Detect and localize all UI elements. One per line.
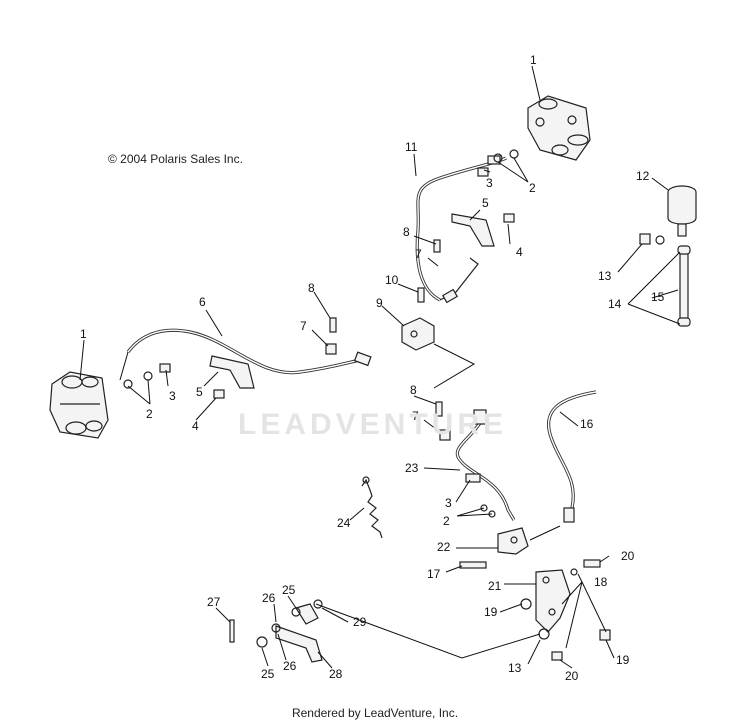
callout-26-top[interactable]: 26 (262, 591, 276, 605)
callout-8-lower[interactable]: 8 (410, 383, 417, 397)
callout-21[interactable]: 21 (488, 579, 502, 593)
watermark: LEADVENTURE (238, 408, 508, 441)
leader-lines (79, 65, 681, 669)
callout-10[interactable]: 10 (385, 273, 399, 287)
callout-19-left[interactable]: 19 (484, 605, 498, 619)
callout-12[interactable]: 12 (636, 169, 650, 183)
spring-24[interactable] (361, 476, 383, 539)
callout-7-lower[interactable]: 7 (412, 409, 419, 423)
callout-3-left[interactable]: 3 (169, 389, 176, 403)
callouts: 1 1 2 2 2 3 3 3 4 4 5 5 6 7 7 7 8 8 8 9 … (80, 53, 665, 683)
callout-4-top[interactable]: 4 (516, 245, 523, 259)
callout-2-top[interactable]: 2 (529, 181, 536, 195)
callout-3-top[interactable]: 3 (486, 176, 493, 190)
callout-25-lower[interactable]: 25 (261, 667, 275, 681)
copyright-text: © 2004 Polaris Sales Inc. (108, 152, 243, 166)
callout-2-left[interactable]: 2 (146, 407, 153, 421)
callout-7-left[interactable]: 7 (300, 319, 307, 333)
callout-22[interactable]: 22 (437, 540, 451, 554)
reservoir-12[interactable] (667, 185, 697, 237)
callout-1-left[interactable]: 1 (80, 327, 87, 341)
callout-19-right[interactable]: 19 (616, 653, 630, 667)
routing-lines (119, 343, 561, 659)
callout-9[interactable]: 9 (376, 296, 383, 310)
callout-20-lower[interactable]: 20 (565, 669, 579, 683)
callout-18[interactable]: 18 (594, 575, 608, 589)
pedal-bracket-21[interactable] (535, 569, 571, 633)
brake-line-16[interactable] (546, 390, 597, 523)
callout-6[interactable]: 6 (199, 295, 206, 309)
master-cylinder-22[interactable] (497, 527, 529, 555)
callout-2-lower[interactable]: 2 (443, 514, 450, 528)
callout-11[interactable]: 11 (405, 140, 418, 154)
callout-4-left[interactable]: 4 (192, 419, 199, 433)
callout-14[interactable]: 14 (608, 297, 622, 311)
bracket-5-lower[interactable] (209, 355, 255, 389)
callout-13-lower[interactable]: 13 (508, 661, 522, 675)
callout-8-left[interactable]: 8 (308, 281, 315, 295)
callout-17[interactable]: 17 (427, 567, 441, 581)
caliper-top-right[interactable] (527, 95, 591, 161)
callout-27[interactable]: 27 (207, 595, 221, 609)
brake-line-23[interactable] (455, 409, 516, 521)
callout-1-top[interactable]: 1 (530, 53, 537, 67)
callout-8-top[interactable]: 8 (403, 225, 410, 239)
rendered-by-text: Rendered by LeadVenture, Inc. (291, 706, 459, 720)
callout-28[interactable]: 28 (329, 667, 343, 681)
callout-5-top[interactable]: 5 (482, 196, 489, 210)
callout-5-left[interactable]: 5 (196, 385, 203, 399)
callout-29[interactable]: 29 (353, 615, 367, 629)
callout-13-top[interactable]: 13 (598, 269, 612, 283)
callout-7-top[interactable]: 7 (415, 247, 422, 261)
callout-15[interactable]: 15 (651, 290, 665, 304)
callout-3-lower[interactable]: 3 (445, 496, 452, 510)
callout-23[interactable]: 23 (405, 461, 419, 475)
callout-26-lower[interactable]: 26 (283, 659, 297, 673)
callout-24[interactable]: 24 (337, 516, 351, 530)
callout-16[interactable]: 16 (580, 417, 594, 431)
callout-25-top[interactable]: 25 (282, 583, 296, 597)
callout-20-top[interactable]: 20 (621, 549, 635, 563)
bracket-5-upper[interactable] (451, 213, 495, 247)
pedal-28[interactable] (275, 603, 323, 663)
brake-line-6[interactable] (126, 328, 372, 375)
hose-15[interactable] (677, 245, 691, 327)
caliper-left[interactable] (49, 371, 109, 439)
junction-block-9[interactable] (401, 317, 435, 351)
